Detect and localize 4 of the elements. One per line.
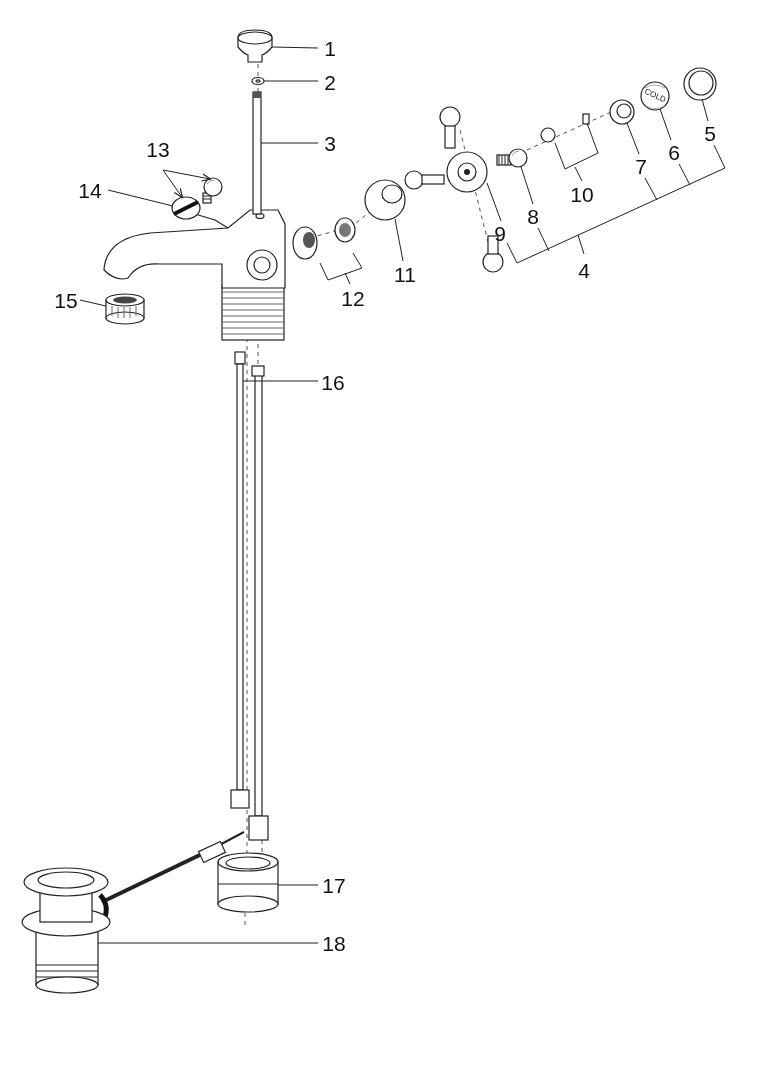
callout-number: 10 — [570, 183, 594, 205]
engraved-marking: COLD — [643, 87, 667, 105]
callout-number: 4 — [578, 259, 590, 281]
callout-number: 12 — [341, 287, 365, 309]
